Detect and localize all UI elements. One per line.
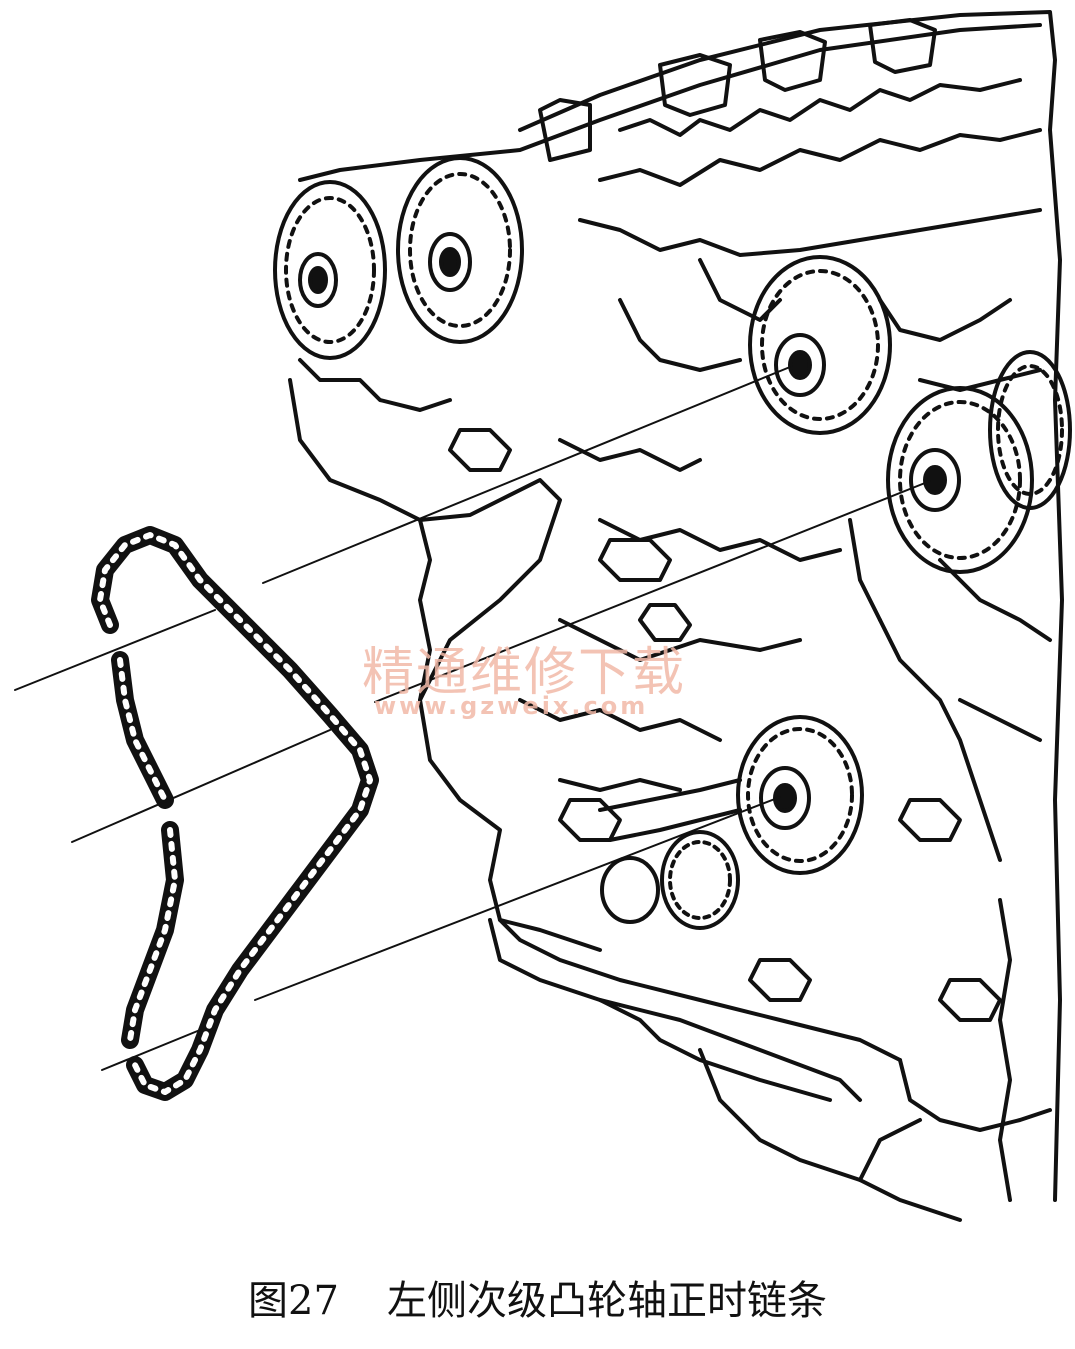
sprocket-upper-left-2 xyxy=(396,156,524,344)
alignment-line-3 xyxy=(374,480,931,703)
timing-chain xyxy=(91,526,379,1101)
sprocket-idler-lower xyxy=(598,715,864,930)
alignment-line-2 xyxy=(14,609,216,691)
alignment-lines xyxy=(14,366,931,1071)
figure-number: 图27 xyxy=(248,1278,339,1324)
alignment-line-6 xyxy=(101,1029,201,1071)
figure-title: 左侧次级凸轮轴正时链条 xyxy=(386,1278,827,1324)
alignment-line-1 xyxy=(262,366,791,584)
alignment-line-5 xyxy=(254,796,781,1001)
engine-timing-illustration xyxy=(14,10,1072,1222)
sprocket-far-right xyxy=(988,350,1072,510)
figure-caption: 图27 左侧次级凸轮轴正时链条 xyxy=(0,1268,1075,1326)
sprocket-right-lower xyxy=(886,386,1034,574)
engine-block xyxy=(288,10,1064,1222)
sprocket-right-upper xyxy=(748,255,892,435)
sprocket-upper-left-1 xyxy=(273,180,387,360)
alignment-line-4 xyxy=(71,729,331,843)
